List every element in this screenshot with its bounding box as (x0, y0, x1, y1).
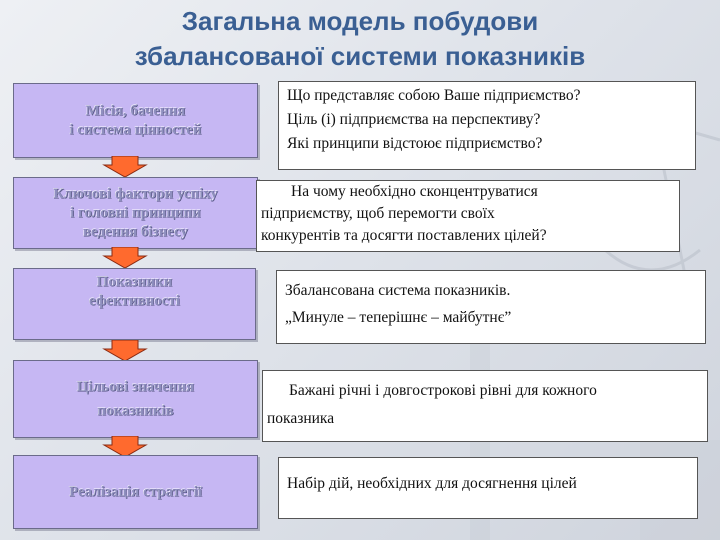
step-box-target-values: Цільові значення показників (13, 360, 258, 438)
step-desc-mission: Що представляє собою Ваше підприємство? … (278, 81, 696, 170)
title-line-2: збалансованої системи показників (134, 41, 586, 71)
step-label-line: Показники (96, 274, 173, 290)
desc-line: Бажані річні і довгострокові рівні для к… (289, 382, 597, 399)
desc-line: „Минуле – теперішнє – майбутнє” (285, 309, 512, 326)
down-arrow-icon (100, 247, 150, 269)
step-label-line: Реалізація стратегії (69, 483, 202, 500)
desc-line: На чому необхідно сконцентруватися (291, 183, 538, 200)
step-label-line: Цільові значення (76, 379, 195, 395)
title-line-1: Загальна модель побудови (181, 6, 539, 36)
step-desc-indicators: Збалансована система показників. „Минуле… (276, 270, 706, 344)
step-label-line: ведення бізнесу (82, 223, 189, 240)
desc-line: Набір дій, необхідних для досягнення ціл… (287, 475, 577, 492)
step-desc-key-factors: На чому необхідно сконцентруватися підпр… (256, 180, 680, 252)
step-box-key-factors: Ключові фактори успіху і головні принцип… (13, 177, 258, 249)
desc-line: підприємству, щоб перемогти своїх (261, 205, 495, 222)
desc-line: Які принципи відстоює підприємство? (287, 135, 543, 152)
page-title: Загальна модель побудови збалансованої с… (0, 4, 720, 74)
step-label-line: Місія, бачення (85, 102, 186, 119)
down-arrow-icon (100, 436, 150, 458)
desc-line: Ціль (і) підприємства на перспективу? (287, 111, 541, 128)
step-label-line: Ключові фактори успіху (53, 185, 218, 202)
step-label-line: показників (97, 403, 174, 419)
step-desc-target-values: Бажані річні і довгострокові рівні для к… (262, 370, 708, 442)
step-label-line: і система цінностей (69, 121, 202, 138)
desc-line: Збалансована система показників. (285, 282, 511, 299)
desc-line: показника (267, 410, 335, 427)
step-label-line: і головні принципи (70, 204, 201, 221)
step-box-strategy: Реалізація стратегії (13, 455, 258, 529)
step-box-mission: Місія, бачення і система цінностей (13, 83, 258, 158)
desc-line: Що представляє собою Ваше підприємство? (287, 87, 581, 104)
down-arrow-icon (100, 156, 150, 178)
step-box-indicators: Показники ефективності (13, 268, 256, 340)
step-desc-strategy: Набір дій, необхідних для досягнення ціл… (278, 457, 698, 519)
step-label-line: ефективності (89, 293, 180, 309)
down-arrow-icon (100, 340, 150, 362)
desc-line: конкурентів та досягти поставлених цілей… (261, 227, 547, 244)
